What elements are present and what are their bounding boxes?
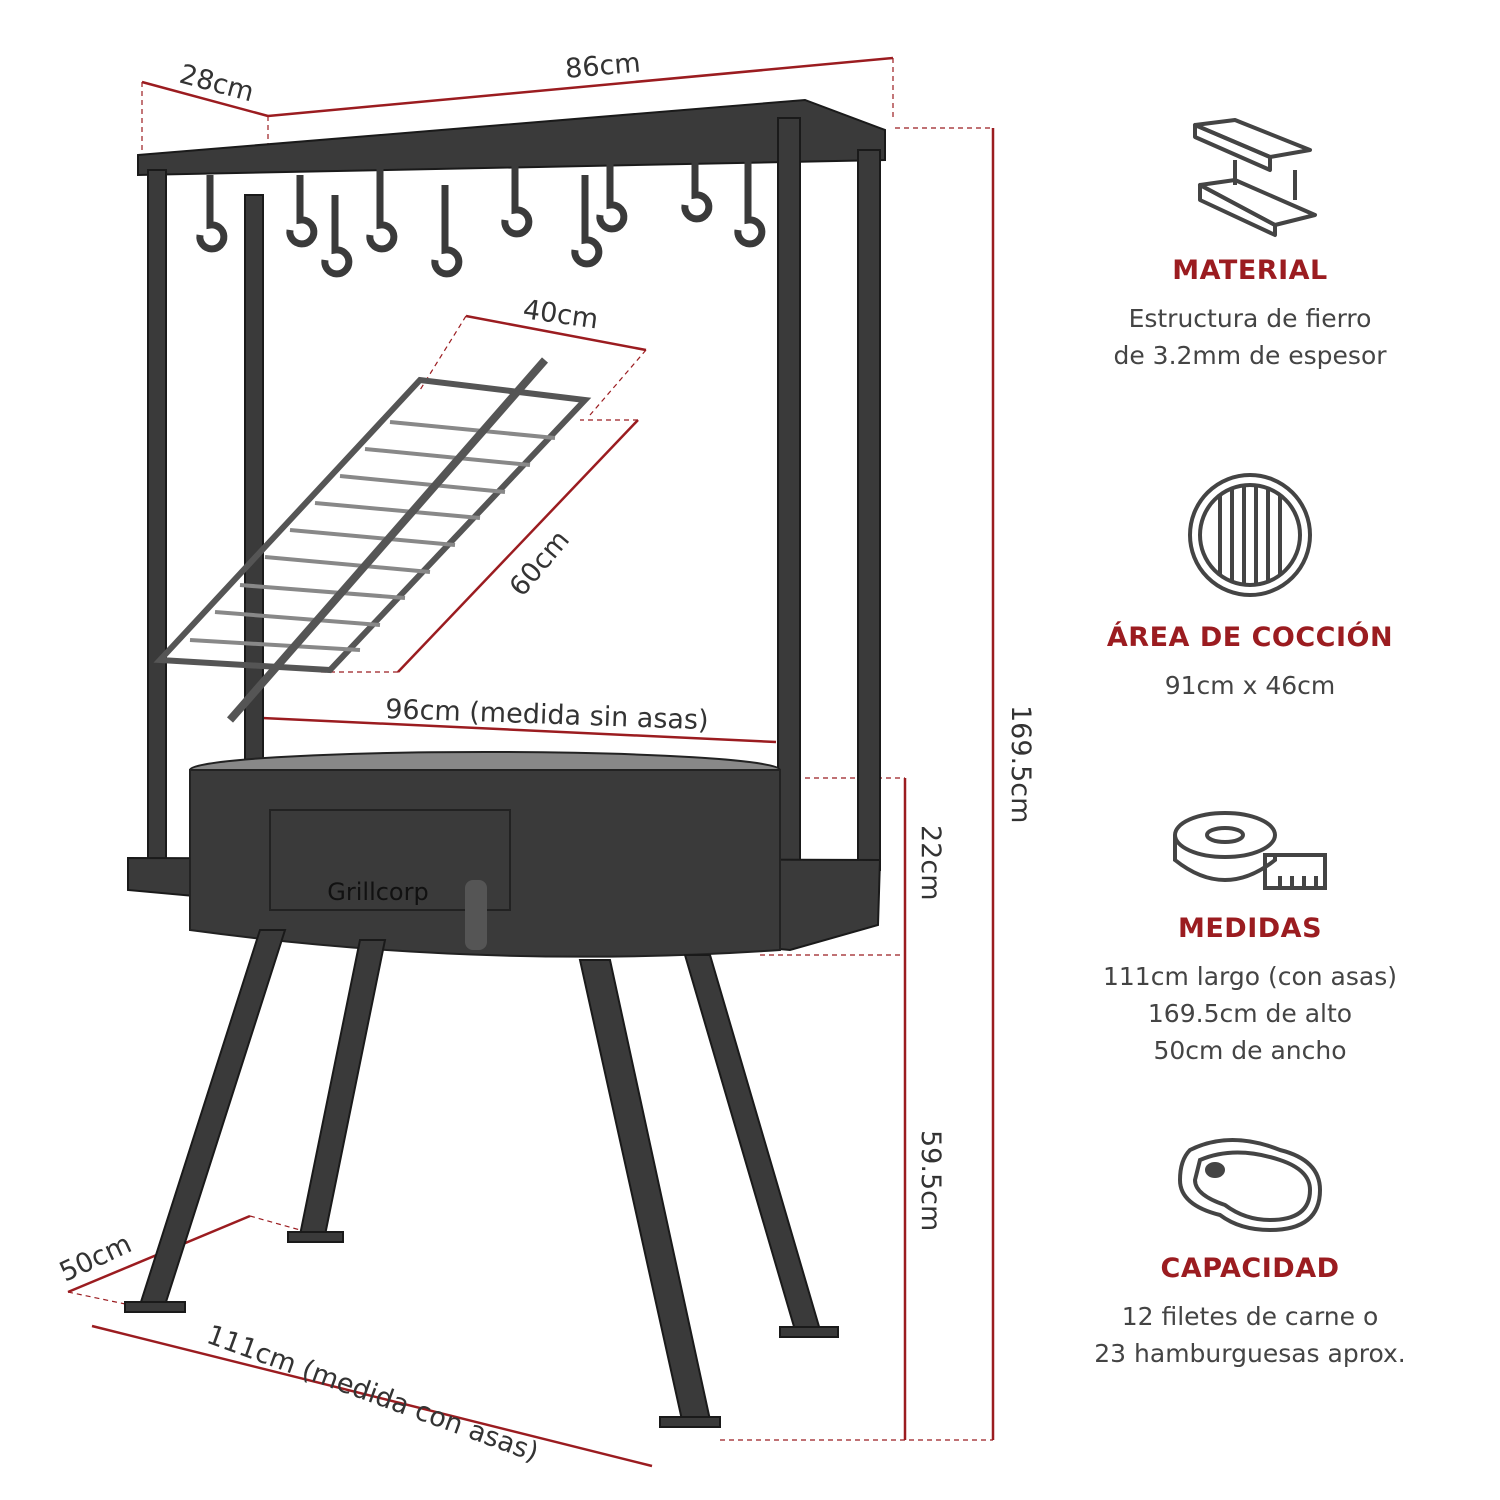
measuring-tape-icon <box>1173 811 1327 890</box>
dimension-lines <box>67 56 995 1468</box>
feature-measurements: MEDIDAS 111cm largo (con asas) 169.5cm de… <box>1080 805 1420 1069</box>
extension-lines <box>67 58 993 1441</box>
brand-logo: Grillcorp <box>327 878 428 906</box>
feature-line: 91cm x 46cm <box>1164 671 1336 700</box>
feature-line: 169.5cm de alto <box>1147 999 1353 1028</box>
dim-bowl-width: 96cm (medida sin asas) <box>385 694 709 736</box>
feature-cooking-area: ÁREA DE COCCIÓN 91cm x 46cm <box>1080 470 1420 704</box>
dim-total-height: 169.5cm <box>1005 705 1036 823</box>
dim-grill-length: 60cm <box>504 525 576 603</box>
feature-line: 12 filetes de carne o <box>1121 1302 1379 1331</box>
fire-bowl: Grillcorp <box>189 751 781 958</box>
feature-line: 50cm de ancho <box>1153 1036 1347 1065</box>
feature-title: CAPACIDAD <box>1160 1253 1340 1284</box>
dim-bowl-height: 22cm <box>915 825 946 901</box>
feature-title: MATERIAL <box>1172 255 1328 286</box>
grill-grate-rack <box>153 357 592 723</box>
steel-beam-icon <box>1193 118 1317 237</box>
feature-title: ÁREA DE COCCIÓN <box>1106 622 1394 653</box>
feature-line: 111cm largo (con asas) <box>1102 962 1397 991</box>
dim-leg-height: 59.5cm <box>915 1130 946 1231</box>
grill-legs <box>124 929 839 1428</box>
grill-grate-icon <box>1188 473 1312 597</box>
steak-icon <box>1177 1138 1323 1233</box>
dim-width-top: 86cm <box>564 48 642 85</box>
feature-title: MEDIDAS <box>1177 913 1323 944</box>
feature-capacity: CAPACIDAD 12 filetes de carne o 23 hambur… <box>1080 1130 1420 1372</box>
dim-total-length: 111cm (medida con asas) <box>203 1319 543 1468</box>
feature-line: 23 hamburguesas aprox. <box>1094 1339 1406 1368</box>
meat-hooks <box>196 135 766 278</box>
feature-line: Estructura de fierro <box>1128 304 1372 333</box>
feature-line: de 3.2mm de espesor <box>1113 341 1387 370</box>
feature-material: MATERIAL Estructura de fierro de 3.2mm de… <box>1080 115 1420 374</box>
